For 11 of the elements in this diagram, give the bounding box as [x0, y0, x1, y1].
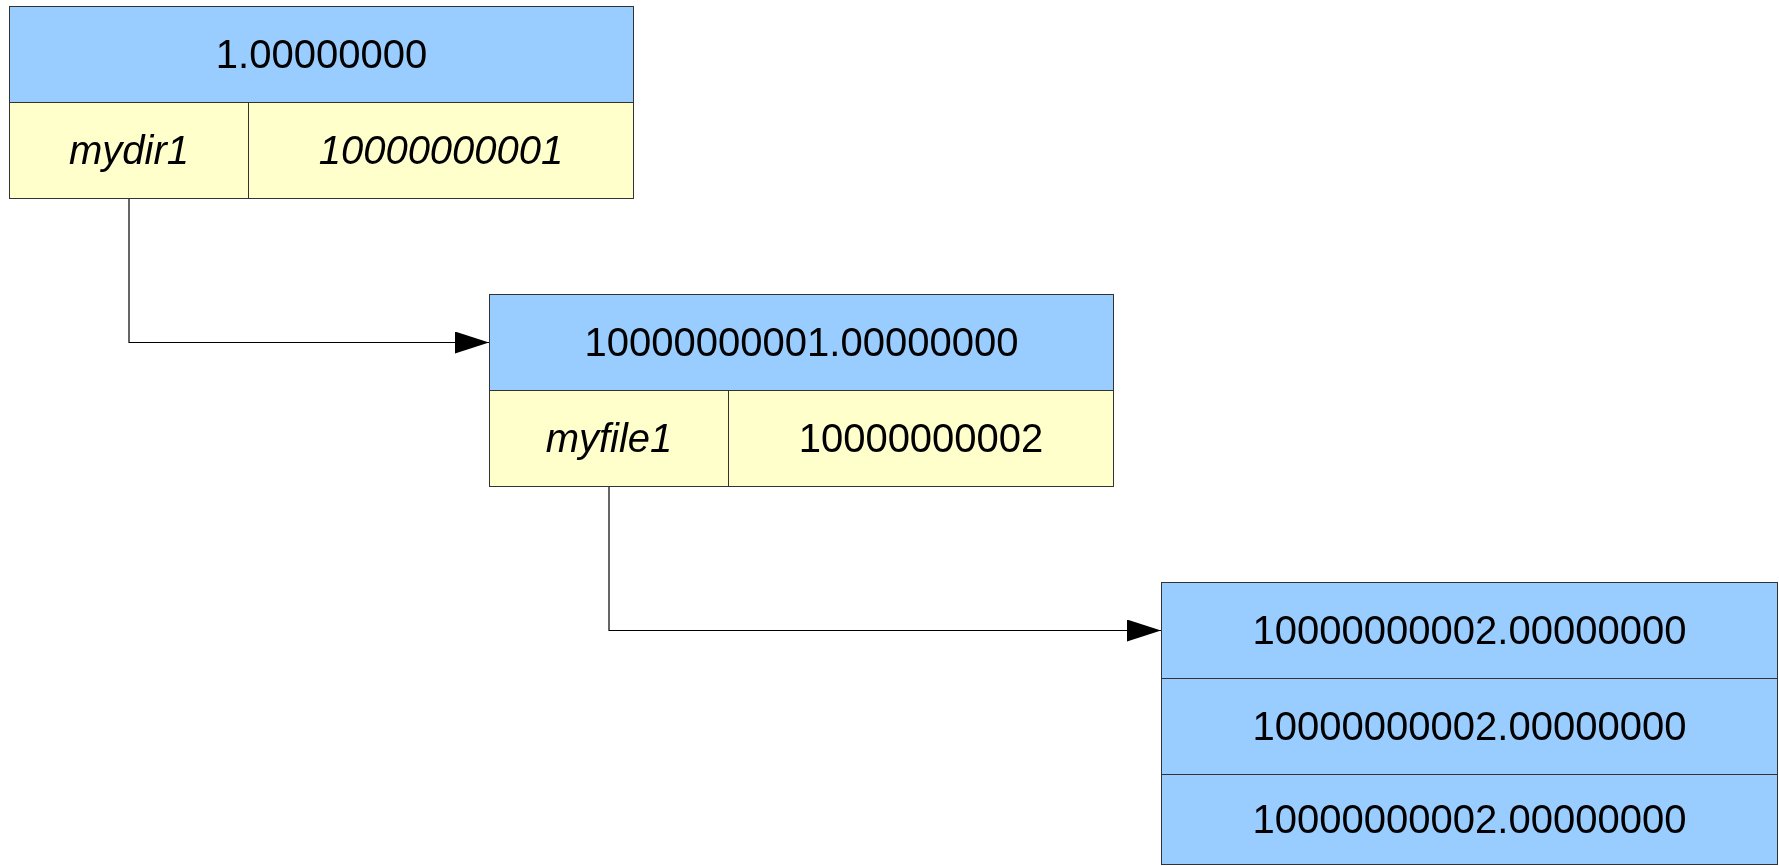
row-cell: 10000000002.00000000 — [1161, 678, 1778, 775]
row-cell: 10000000002.00000000 — [1161, 774, 1778, 865]
name-cell: mydir1 — [9, 102, 249, 199]
arrow — [608, 486, 1162, 642]
name-cell: myfile1 — [489, 390, 729, 487]
value-cell: 10000000002 — [728, 390, 1114, 487]
value-cell: 10000000001 — [248, 102, 634, 199]
arrow — [128, 198, 490, 354]
header-cell: 10000000001.00000000 — [489, 294, 1114, 391]
header-cell: 1.00000000 — [9, 6, 634, 103]
row-cell: 10000000002.00000000 — [1161, 582, 1778, 679]
